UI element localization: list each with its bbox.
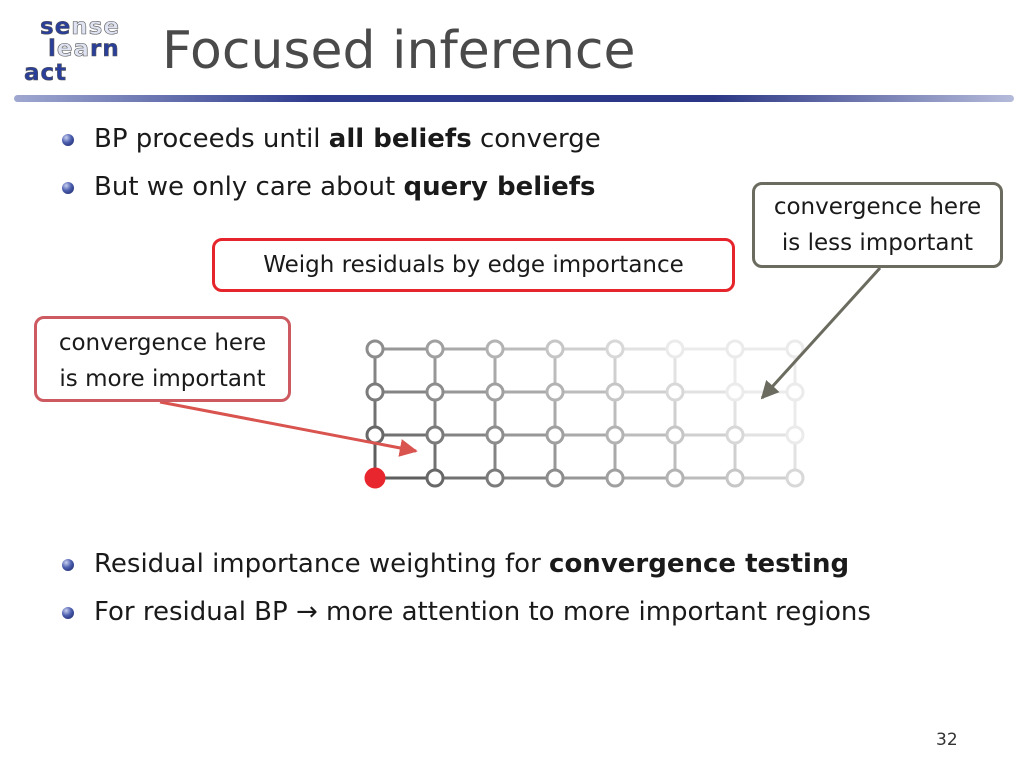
grid-node xyxy=(485,425,505,445)
arrow-more-important xyxy=(159,400,418,457)
grid-node xyxy=(785,468,805,488)
callout-weigh-residuals: Weigh residuals by edge importance xyxy=(212,238,735,292)
grid-node xyxy=(425,468,445,488)
grid-node xyxy=(605,468,625,488)
logo-line-sense: sense xyxy=(40,14,120,40)
grid-node xyxy=(665,339,685,359)
grid-node xyxy=(485,382,505,402)
grid-layer xyxy=(364,339,805,489)
grid-node xyxy=(605,425,625,445)
callout-more-important: convergence here is more important xyxy=(34,316,291,402)
bullet-item: But we only care about query beliefs xyxy=(62,166,992,208)
grid-node xyxy=(785,382,805,402)
grid-node xyxy=(725,468,745,488)
grid-node xyxy=(785,425,805,445)
page-number: 32 xyxy=(936,730,958,750)
grid-node xyxy=(545,382,565,402)
bullet-icon xyxy=(62,182,74,194)
bullet-icon xyxy=(62,559,74,571)
query-node xyxy=(364,467,386,489)
grid-node xyxy=(725,339,745,359)
slide-title: Focused inference xyxy=(162,21,636,81)
grid-node xyxy=(725,382,745,402)
grid-node xyxy=(365,339,385,359)
bullet-item: Residual importance weighting for conver… xyxy=(62,543,992,585)
grid-node xyxy=(545,425,565,445)
logo-line-learn: learn xyxy=(48,36,120,62)
grid-node xyxy=(425,382,445,402)
logo: sense learn act xyxy=(18,12,133,92)
title-underline xyxy=(14,95,1014,102)
grid-node xyxy=(425,425,445,445)
grid-node xyxy=(485,339,505,359)
grid-node xyxy=(545,468,565,488)
grid-node xyxy=(785,339,805,359)
grid-node xyxy=(605,339,625,359)
arrow-less-important xyxy=(760,266,882,400)
grid-node xyxy=(485,468,505,488)
grid-node xyxy=(365,382,385,402)
grid-node xyxy=(665,425,685,445)
grid-node xyxy=(425,339,445,359)
bullet-icon xyxy=(62,607,74,619)
grid-node xyxy=(665,468,685,488)
grid-node xyxy=(725,425,745,445)
bullet-icon xyxy=(62,134,74,146)
grid-node xyxy=(605,382,625,402)
bullet-item: For residual BP → more attention to more… xyxy=(62,591,992,633)
bullet-item: BP proceeds until all beliefs converge xyxy=(62,118,992,160)
logo-line-act: act xyxy=(24,60,68,86)
grid-node xyxy=(545,339,565,359)
grid-node xyxy=(665,382,685,402)
callout-less-important: convergence here is less important xyxy=(752,182,1003,268)
